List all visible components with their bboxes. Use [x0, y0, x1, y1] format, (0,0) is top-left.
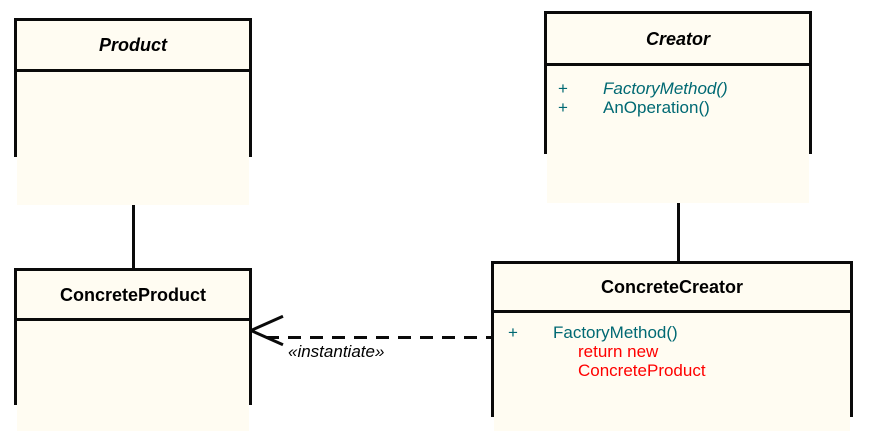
generalization-line	[132, 189, 135, 270]
member-signature: FactoryMethod()	[553, 323, 678, 342]
class-box-concrete-product[interactable]: ConcreteProduct	[14, 268, 252, 431]
member-visibility: +	[558, 79, 568, 98]
class-name-compartment-concrete-creator: ConcreteCreator	[494, 264, 850, 313]
class-name-product: Product	[98, 35, 167, 55]
members-compartment-concrete-creator: + FactoryMethod() return new ConcretePro…	[494, 313, 850, 431]
class-name-concrete-creator: ConcreteCreator	[600, 277, 744, 297]
member-signature: AnOperation()	[603, 98, 710, 118]
class-name-concrete-product: ConcreteProduct	[59, 284, 207, 305]
members-compartment-product	[17, 72, 249, 205]
member-note-line: ConcreteProduct	[578, 361, 706, 381]
class-box-concrete-creator[interactable]: ConcreteCreator + FactoryMethod() return…	[491, 261, 853, 431]
member-row: + FactoryMethod()	[558, 79, 809, 98]
members-compartment-creator: + FactoryMethod() + AnOperation()	[547, 66, 809, 203]
member-row: + AnOperation()	[558, 98, 809, 117]
class-name-creator: Creator	[645, 28, 711, 49]
member-signature: FactoryMethod()	[603, 79, 728, 98]
open-arrowhead-icon	[250, 314, 285, 355]
dependency-dashed-line	[266, 336, 494, 339]
class-name-compartment-concrete-product: ConcreteProduct	[17, 271, 249, 321]
class-name-compartment-product: Product	[17, 21, 249, 72]
member-note-line: return new	[578, 342, 659, 362]
members-compartment-concrete-product	[17, 321, 249, 431]
class-box-product[interactable]: Product	[14, 18, 252, 205]
class-name-compartment-creator: Creator	[547, 14, 809, 66]
generalization-line	[677, 187, 680, 263]
member-row: + FactoryMethod()	[508, 323, 850, 342]
dependency-stereotype-label: «instantiate»	[288, 342, 385, 361]
member-visibility: +	[558, 98, 568, 118]
member-visibility: +	[508, 323, 518, 342]
class-box-creator[interactable]: Creator + FactoryMethod() + AnOperation(…	[544, 11, 812, 203]
